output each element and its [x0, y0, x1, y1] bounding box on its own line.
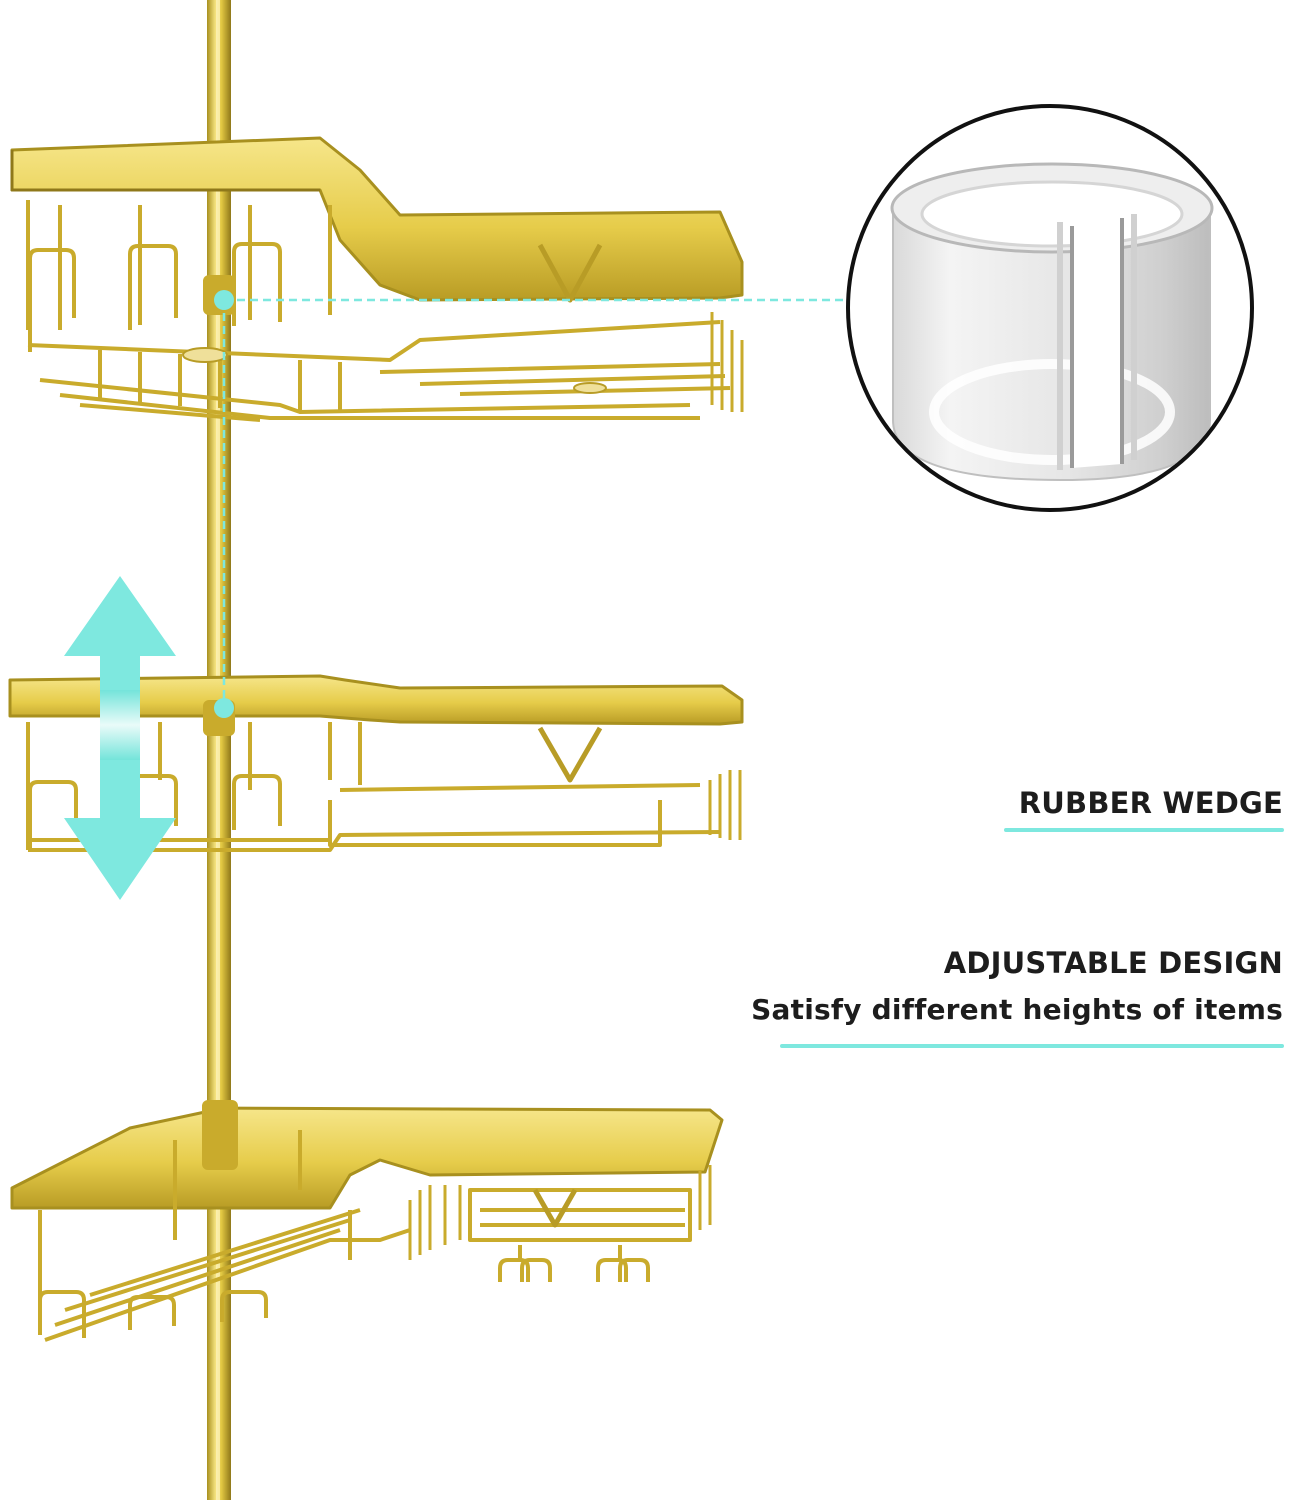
shelf-top [10, 136, 744, 422]
callout-dot-top [214, 290, 234, 310]
rubber-wedge-label: RUBBER WEDGE [1018, 786, 1283, 820]
pole-collars [202, 275, 238, 1170]
adjustable-design-subtitle: Satisfy different heights of items [751, 993, 1283, 1026]
rubber-wedge-callout [846, 104, 1254, 512]
rubber-wedge-underline [1004, 828, 1284, 832]
adjustable-design-title: ADJUSTABLE DESIGN [943, 946, 1283, 980]
shelf-bottom [10, 1106, 724, 1342]
callout-dot-middle [214, 698, 234, 718]
tension-pole [207, 0, 231, 1500]
callout-guides [222, 298, 878, 706]
shelf-middle [8, 674, 744, 852]
adjustable-design-underline [780, 1044, 1284, 1048]
double-arrow-up-down-icon [64, 576, 176, 900]
